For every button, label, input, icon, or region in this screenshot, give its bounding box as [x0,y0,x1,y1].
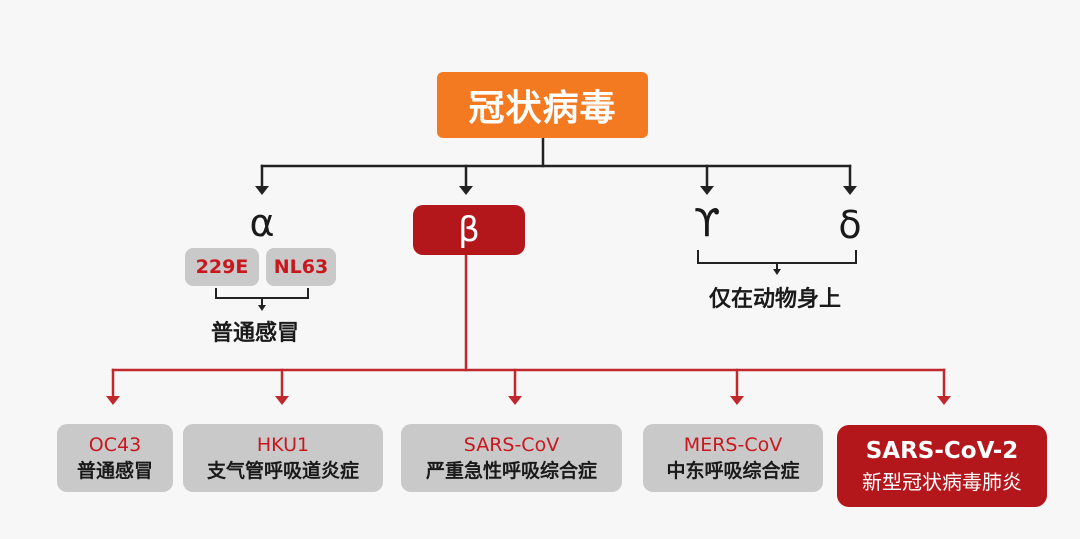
gamma-delta-bracket [697,250,857,264]
mers-cov-arrowhead [730,396,744,405]
delta-arrowhead [843,186,857,195]
species-disease: 严重急性呼吸综合症 [425,460,597,482]
alpha-effect-caption: 普通感冒 [211,321,300,346]
beta-arrowhead [459,186,473,195]
alpha-strain-bracket [215,288,309,299]
gamma-delta-note: 仅在动物身上 [709,287,842,312]
species-code: OC43 [88,434,142,456]
gamma-delta-bracket-arrowhead [773,269,781,275]
species-code: SARS-CoV-2 [865,438,1019,464]
genus-alpha: α [249,201,275,245]
species-sars-cov-2: SARS-CoV-2 新型冠状病毒肺炎 [837,425,1047,507]
species-hku1: HKU1 支气管呼吸道炎症 [183,424,383,492]
hku1-arrowhead [275,396,289,405]
sars-cov-2-arrowhead [937,396,951,405]
species-disease: 普通感冒 [76,460,153,482]
oc43-arrowhead [106,396,120,405]
alpha-bracket-arrowhead [258,305,266,311]
root-node-coronavirus: 冠状病毒 [437,72,648,138]
gamma-arrowhead [700,186,714,195]
genus-beta: β [413,205,525,255]
species-code: SARS-CoV [463,434,560,456]
species-mers-cov: MERS-CoV 中东呼吸综合症 [643,424,823,492]
strain-nl63: NL63 [266,248,336,286]
strain-229e: 229E [185,248,259,286]
genus-gamma: ϒ [693,201,721,245]
alpha-arrowhead [255,186,269,195]
species-disease: 新型冠状病毒肺炎 [862,470,1022,494]
species-disease: 支气管呼吸道炎症 [206,460,359,482]
species-sars-cov: SARS-CoV 严重急性呼吸综合症 [401,424,622,492]
species-disease: 中东呼吸综合症 [666,460,800,482]
root-label: 冠状病毒 [468,88,617,129]
species-code: MERS-CoV [683,434,783,456]
species-code: HKU1 [256,434,310,456]
sars-cov-arrowhead [508,396,522,405]
genus-beta-symbol: β [458,210,480,250]
species-oc43: OC43 普通感冒 [57,424,173,492]
genus-delta: δ [838,203,862,247]
